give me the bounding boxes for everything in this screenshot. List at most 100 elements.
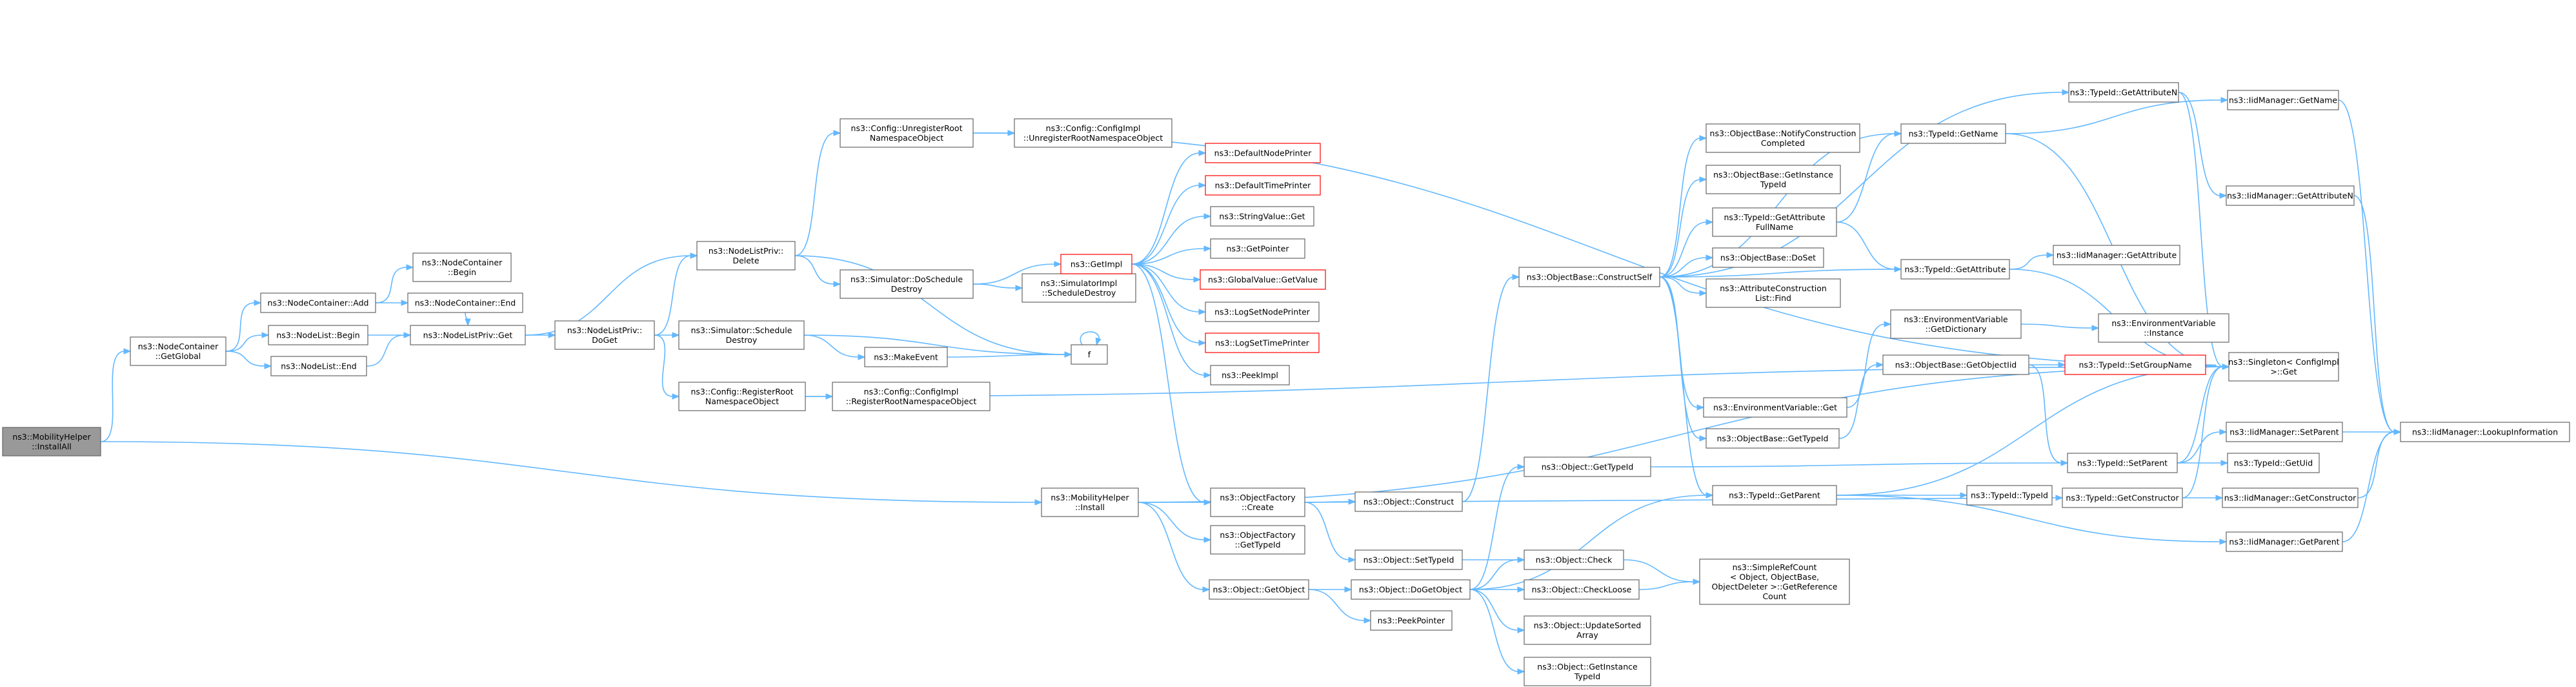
function-node[interactable]: ns3::Object::DoGetObject [1351, 579, 1471, 600]
function-node[interactable]: ns3::TypeId::TypeId [1966, 485, 2053, 506]
function-node[interactable]: ns3::MobilityHelper::Install [1041, 487, 1139, 517]
function-node[interactable]: ns3::NodeListPriv::Delete [696, 241, 796, 271]
function-node[interactable]: ns3::NodeList::Begin [268, 325, 368, 345]
function-node[interactable]: ns3::ObjectFactory::Create [1210, 487, 1305, 517]
function-node[interactable]: ns3::DefaultNodePrinter [1205, 143, 1321, 163]
function-node[interactable]: ns3::Config::UnregisterRootNamespaceObje… [840, 118, 974, 148]
function-node[interactable]: ns3::GetPointer [1210, 238, 1305, 259]
function-node[interactable]: ns3::Object::GetObject [1209, 579, 1309, 600]
function-node[interactable]: ns3::ObjectBase::GetObjectIid [1882, 354, 2029, 375]
function-node[interactable]: ns3::TypeId::SetGroupName [2064, 354, 2206, 375]
call-edge [2182, 495, 2224, 501]
function-node[interactable]: ns3::ObjectBase::DoSet [1712, 247, 1824, 268]
function-node[interactable]: ns3::IidManager::GetAttribute [2053, 245, 2180, 265]
function-node-box [1524, 657, 1651, 686]
function-node[interactable]: ns3::TypeId::GetAttributeN [2068, 82, 2179, 103]
function-node[interactable]: ns3::NodeContainer::Add [260, 292, 376, 313]
function-node[interactable]: ns3::Object::CheckLoose [1524, 579, 1640, 600]
function-node-label: ns3::EnvironmentVariable [1904, 314, 2008, 324]
function-node[interactable]: ns3::IidManager::GetConstructor [2222, 487, 2359, 508]
function-node-box [2068, 82, 2179, 103]
function-node[interactable]: ns3::PeekImpl [1210, 365, 1290, 385]
call-edge [1469, 589, 1525, 633]
function-node-box [2226, 422, 2343, 442]
function-node[interactable]: ns3::EnvironmentVariable::GetDictionary [1890, 309, 2022, 339]
function-node[interactable]: ns3::EnvironmentVariable::Get [1703, 397, 1847, 418]
function-node[interactable]: ns3::ObjectBase::NotifyConstructionCompl… [1706, 123, 1860, 153]
function-node[interactable]: ns3::NodeListPriv::Get [410, 325, 526, 345]
function-node[interactable]: ns3::ObjectFactory::GetTypeId [1210, 525, 1305, 555]
function-node[interactable]: ns3::Object::GetTypeId [1524, 456, 1651, 477]
function-node[interactable]: ns3::ObjectBase::ConstructSelf [1518, 267, 1660, 287]
function-node-label: >::Get [2270, 367, 2297, 376]
function-node-box [1524, 579, 1640, 600]
call-edge [803, 334, 866, 360]
function-node[interactable]: ns3::SimpleRefCount< Object, ObjectBase,… [1699, 559, 1850, 605]
function-node[interactable]: ns3::TypeId::GetConstructor [2062, 487, 2183, 508]
call-edge [1659, 219, 1714, 278]
function-node-box [1524, 615, 1651, 645]
function-node[interactable]: ns3::NodeList::End [270, 356, 367, 376]
call-edge [100, 441, 1043, 506]
function-node[interactable]: f [1071, 344, 1108, 365]
function-node-box [2400, 422, 2570, 442]
function-node[interactable]: ns3::LogSetTimePrinter [1205, 333, 1320, 353]
function-node[interactable]: ns3::TypeId::GetParent [1712, 485, 1837, 506]
function-node-box [1900, 123, 2006, 144]
function-node[interactable]: ns3::IidManager::LookupInformation [2400, 422, 2570, 442]
function-node-box [832, 382, 991, 411]
function-node[interactable]: ns3::PeekPointer [1370, 610, 1453, 631]
function-node[interactable]: ns3::Singleton< ConfigImpl>::Get [2228, 352, 2339, 382]
call-edge [1638, 579, 1701, 590]
function-node[interactable]: ns3::StringValue::Get [1210, 206, 1314, 227]
function-node[interactable]: ns3::Object::Construct [1354, 491, 1463, 512]
call-edge [2182, 364, 2230, 498]
function-node[interactable]: ns3::Config::ConfigImpl::RegisterRootNam… [832, 382, 991, 411]
function-node[interactable]: ns3::IidManager::GetName [2227, 90, 2339, 110]
function-node[interactable]: ns3::SimulatorImpl::ScheduleDestroy [1021, 273, 1136, 303]
function-node[interactable]: ns3::TypeId::GetUid [2227, 453, 2320, 473]
function-node[interactable]: ns3::NodeContainer::End [407, 292, 523, 313]
function-node-label: ns3::StringValue::Get [1219, 212, 1305, 221]
function-node[interactable]: ns3::TypeId::GetAttribute [1900, 259, 2010, 280]
function-node-box [1210, 238, 1305, 259]
call-edge [1469, 464, 1525, 590]
function-node[interactable]: ns3::NodeContainer::GetGlobal [130, 336, 226, 366]
function-node[interactable]: ns3::Config::RegisterRootNamespaceObject [678, 382, 806, 411]
call-edge [1131, 263, 1212, 378]
function-node-box [2064, 354, 2206, 375]
function-node[interactable]: ns3::Object::Check [1524, 549, 1624, 570]
call-edge [972, 132, 2230, 370]
function-node-label: ns3::IidManager::LookupInformation [2412, 427, 2558, 437]
function-node[interactable]: ns3::ObjectBase::GetTypeId [1706, 428, 1840, 449]
call-edge [972, 283, 1023, 291]
function-node[interactable]: ns3::NodeContainer::Begin [412, 252, 512, 282]
function-node-label: ns3::DefaultTimePrinter [1215, 181, 1312, 190]
function-node[interactable]: ns3::Config::ConfigImpl::UnregisterRootN… [1014, 118, 1172, 148]
function-node[interactable]: ns3::GlobalValue::GetValue [1200, 269, 1326, 290]
function-node[interactable]: ns3::Simulator::ScheduleDestroy [678, 320, 805, 350]
function-node[interactable]: ns3::Object::SetTypeId [1354, 549, 1463, 570]
function-node[interactable]: ns3::MobilityHelper::InstallAll [2, 427, 101, 456]
function-node-box [2222, 487, 2359, 508]
function-node[interactable]: ns3::GetImpl [1060, 254, 1132, 274]
function-node[interactable]: ns3::LogSetNodePrinter [1205, 302, 1320, 322]
function-node[interactable]: ns3::IidManager::GetParent [2226, 531, 2343, 552]
function-node[interactable]: ns3::MakeEvent [864, 347, 948, 367]
function-node[interactable]: ns3::EnvironmentVariable::Instance [2098, 313, 2229, 343]
function-node[interactable]: ns3::IidManager::GetAttributeN [2226, 185, 2355, 206]
call-edge [1131, 150, 1207, 265]
function-node[interactable]: ns3::TypeId::GetName [1900, 123, 2006, 144]
function-node[interactable]: ns3::NodeListPriv::DoGet [554, 320, 655, 350]
function-node-box [1210, 525, 1305, 555]
function-node[interactable]: ns3::DefaultTimePrinter [1205, 175, 1321, 196]
function-node[interactable]: ns3::TypeId::SetParent [2067, 453, 2178, 473]
function-node-label: ns3::TypeId::GetConstructor [2066, 493, 2179, 503]
function-node[interactable]: ns3::IidManager::SetParent [2226, 422, 2343, 442]
